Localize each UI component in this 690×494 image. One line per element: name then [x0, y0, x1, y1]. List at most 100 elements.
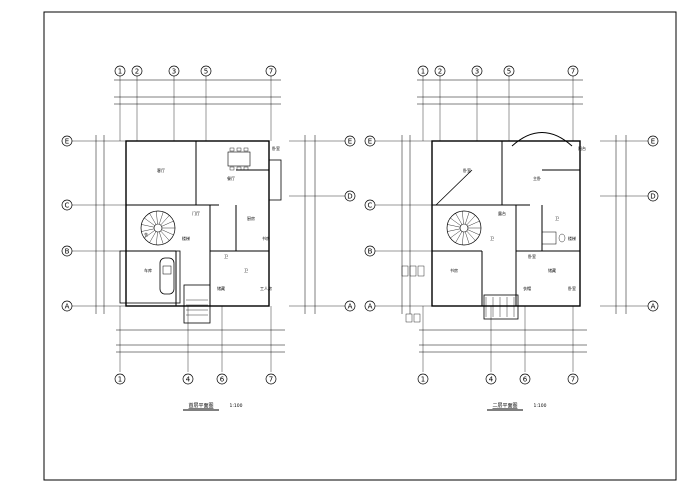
car-windshield	[162, 265, 172, 275]
plan-scale: 1:100	[230, 403, 243, 409]
axis-label: E	[368, 138, 372, 146]
room-label: 卫	[555, 216, 559, 221]
stair-tread	[462, 211, 464, 225]
axis-bubble	[647, 190, 659, 202]
room-label: 工人房	[260, 285, 272, 291]
stair-tread	[141, 228, 155, 232]
dining-chair	[229, 147, 235, 152]
axis-bubble	[417, 65, 429, 77]
axis-bubble	[168, 65, 180, 77]
room-label: 书房	[262, 235, 270, 241]
stair-tread	[465, 231, 470, 245]
stair-tread	[455, 231, 463, 243]
axis-bubble	[131, 65, 143, 77]
stair-tread	[161, 220, 174, 227]
axis-label: D	[347, 193, 352, 201]
axis-label: 1	[118, 68, 122, 76]
axis-bubble	[114, 373, 126, 385]
plan-scale: 1:100	[534, 403, 547, 409]
stair-core	[459, 223, 469, 233]
axis-bubble	[114, 65, 126, 77]
axis-bubble	[344, 135, 356, 147]
room-label: 车库	[144, 267, 152, 273]
stair-tread	[466, 215, 476, 226]
stair-tread	[455, 213, 463, 225]
axis-bubble	[364, 135, 376, 147]
axis-label: A	[368, 303, 373, 311]
stair-tread	[467, 220, 480, 227]
axis-label: A	[651, 303, 656, 311]
room-label: 卫	[224, 254, 228, 259]
axis-label: 2	[135, 68, 139, 76]
room-label: 储藏	[217, 285, 225, 291]
room-label: 客厅	[157, 167, 165, 173]
axis-bubble	[265, 373, 277, 385]
axis-label: E	[651, 138, 655, 146]
axis-bubble	[344, 300, 356, 312]
room-label: 卧室	[272, 145, 280, 151]
axis-label: A	[348, 303, 353, 311]
axis-bubble	[61, 135, 73, 147]
stair-tread	[450, 230, 461, 239]
stair-core	[153, 223, 163, 233]
stair-tread	[149, 231, 157, 243]
car-outline	[159, 257, 175, 295]
axis-label: 4	[489, 376, 494, 384]
stair-tread	[160, 230, 170, 241]
axis-label: 7	[269, 376, 273, 384]
garage	[119, 250, 181, 304]
axis-bubble	[567, 373, 579, 385]
axis-bubble	[182, 373, 194, 385]
stair-tread	[447, 224, 461, 228]
dining-table	[227, 151, 251, 167]
axis-label: 1	[118, 376, 122, 384]
axis-bubble	[471, 65, 483, 77]
axis-label: 4	[186, 376, 191, 384]
axis-label: 7	[571, 376, 575, 384]
axis-bubble	[647, 300, 659, 312]
stair-tread	[450, 217, 461, 226]
rail-post	[401, 265, 409, 277]
room-label: 衣帽	[523, 285, 531, 291]
stair-tread	[465, 211, 470, 225]
outer-wall	[125, 140, 270, 307]
room-label: 餐厅	[227, 175, 235, 181]
front-balcony	[483, 294, 519, 320]
room-label: 卧室	[568, 285, 576, 291]
dining-chair	[236, 147, 242, 152]
room-label: 卫	[490, 236, 494, 241]
axis-bubble	[364, 245, 376, 257]
dining-chair	[229, 166, 235, 171]
room-label: 阳台	[578, 145, 586, 151]
room-label: 主卧	[533, 175, 541, 181]
dining-chair	[243, 166, 249, 171]
dining-chair	[243, 147, 249, 152]
stair-tread	[447, 228, 461, 232]
sheet-border	[43, 11, 677, 481]
axis-label: 7	[571, 68, 575, 76]
axis-label: D	[650, 193, 655, 201]
stair-tread	[462, 231, 464, 245]
axis-bubble	[503, 65, 515, 77]
axis-bubble	[344, 190, 356, 202]
stair-tread	[159, 231, 164, 245]
axis-label: A	[65, 303, 70, 311]
axis-bubble	[364, 199, 376, 211]
stair-tread	[161, 229, 174, 236]
room-label: 门厅	[192, 210, 200, 216]
room-label: 楼梯	[182, 235, 190, 241]
axis-label: 1	[421, 376, 425, 384]
stair-tread	[160, 215, 170, 226]
axis-label: B	[65, 248, 70, 256]
axis-label: E	[348, 138, 352, 146]
rail-post	[405, 313, 413, 323]
axis-label: C	[65, 202, 70, 210]
axis-bubble	[567, 65, 579, 77]
axis-bubble	[265, 65, 277, 77]
stair-tread	[156, 231, 158, 245]
rail-post	[413, 313, 421, 323]
axis-label: 3	[475, 68, 479, 76]
room-label: 储藏	[548, 267, 556, 273]
rail-post	[417, 265, 425, 277]
